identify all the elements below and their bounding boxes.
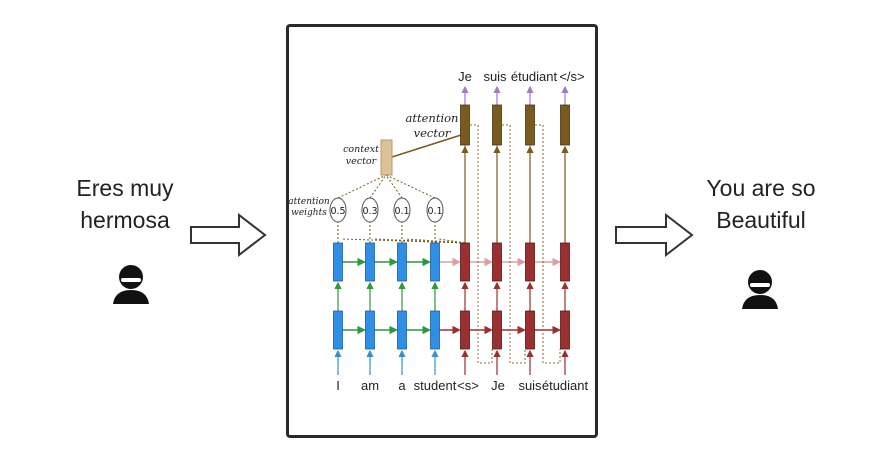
decoder-cell-top <box>560 242 570 282</box>
decoder-cell-bottom <box>492 310 502 350</box>
output-token-2: étudiant <box>511 69 558 84</box>
output-person-icon <box>742 270 778 309</box>
output-line-2: Beautiful <box>716 207 806 233</box>
source-token-1: am <box>361 378 379 393</box>
attention-diagram: context vector attention vector attentio… <box>286 24 598 438</box>
query-to-encoder-line <box>373 238 466 244</box>
attention-vector-label-2: vector <box>414 126 452 140</box>
decoder-cell-bottom <box>525 310 535 350</box>
weight-to-context-line <box>337 174 387 199</box>
target-input-token-1: Je <box>491 378 505 393</box>
encoder-cell-top <box>333 242 343 282</box>
attention-weights-label-1: attention <box>289 197 330 207</box>
attention-weight-0-text: 0.5 <box>330 206 345 217</box>
target-input-token-0: <s> <box>457 378 479 393</box>
weight-to-context-line <box>369 174 387 199</box>
query-to-encoder-line <box>341 238 466 244</box>
attention-weight-2: 0.1 <box>393 197 411 223</box>
decoder-cell-bottom <box>460 310 470 350</box>
source-token-2: a <box>398 378 406 393</box>
output-token-1: suis <box>483 69 507 84</box>
attention-weight-1: 0.3 <box>361 197 379 223</box>
decoder-cell-top <box>525 242 535 282</box>
weight-to-context-line <box>385 174 403 199</box>
attention-weight-0: 0.5 <box>329 197 347 223</box>
encoder-cell-bottom <box>430 310 440 350</box>
output-line-1: You are so <box>706 175 816 201</box>
attention-weights-label-2: weights <box>291 208 327 218</box>
output-token-3: </s> <box>559 69 584 84</box>
context-vector-label-1: context <box>343 144 379 155</box>
attention-weight-3: 0.1 <box>426 197 444 223</box>
encoder-cell-bottom <box>333 310 343 350</box>
attention-vector-cell <box>492 104 502 146</box>
encoder-cell-top <box>397 242 407 282</box>
encoder-cell-top <box>365 242 375 282</box>
encoder-cell-top <box>430 242 440 282</box>
query-to-encoder-line <box>438 238 466 244</box>
decoder-cell-bottom <box>560 310 570 350</box>
input-text: Eres muy hermosa <box>40 172 210 236</box>
attention-vector-label-1: attention <box>406 111 459 125</box>
output-arrow <box>615 213 694 257</box>
context-to-attention-line <box>391 134 462 158</box>
decoder-cell-top <box>460 242 470 282</box>
attention-vector-cell <box>525 104 535 146</box>
context-vector-label-2: vector <box>346 156 378 167</box>
attention-weight-2-text: 0.1 <box>394 206 409 217</box>
source-token-3: student <box>414 378 457 393</box>
attention-vector-cell <box>560 104 570 146</box>
context-vector-box <box>380 139 393 176</box>
input-line-2: hermosa <box>80 207 170 233</box>
encoder-cell-bottom <box>365 310 375 350</box>
target-input-token-3: étudiant <box>542 378 589 393</box>
source-token-0: I <box>336 378 340 393</box>
decoder-cell-top <box>492 242 502 282</box>
output-text: You are so Beautiful <box>676 172 846 236</box>
attention-weight-3-text: 0.1 <box>427 206 442 217</box>
weight-to-context-line <box>385 174 436 199</box>
output-token-0: Je <box>458 69 472 84</box>
encoder-cell-bottom <box>397 310 407 350</box>
input-arrow <box>190 213 267 257</box>
attention-weight-1-text: 0.3 <box>362 206 377 217</box>
attention-vector-cell <box>460 104 470 146</box>
target-input-token-2: suis <box>518 378 542 393</box>
input-line-1: Eres muy <box>76 175 174 201</box>
input-person-icon <box>113 265 149 304</box>
